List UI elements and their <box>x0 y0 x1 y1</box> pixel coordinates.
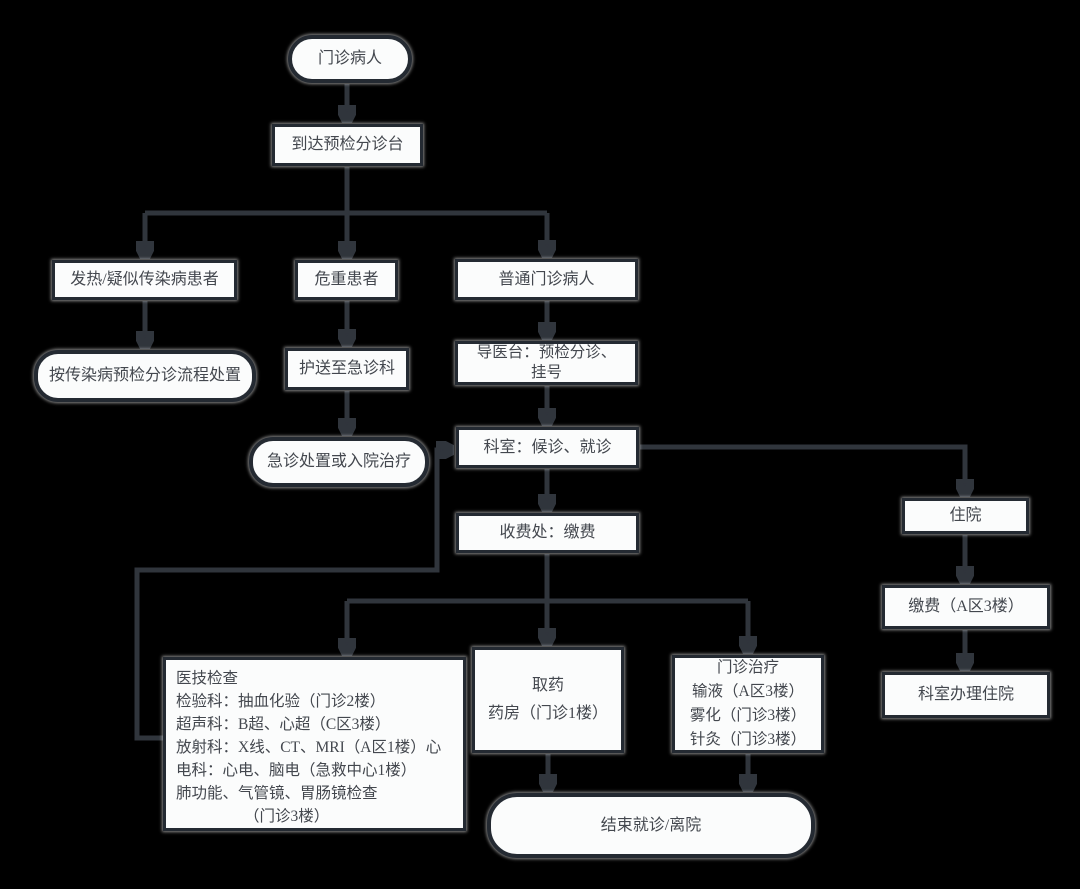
node-infectious-process: 按传染病预检分诊流程处置 <box>34 350 256 402</box>
node-outpatient-start: 门诊病人 <box>288 35 412 83</box>
node-guide-desk: 导医台：预检分诊、 挂号 <box>455 341 638 385</box>
node-cashier-pay: 收费处：缴费 <box>456 513 639 553</box>
node-line: 取药 <box>531 677 564 694</box>
node-line: 导医台：预检分诊、 <box>476 344 617 361</box>
node-line: 放射科：X线、CT、MRI（A区1楼）心 <box>176 739 442 756</box>
node-escort-er: 护送至急诊科 <box>285 348 409 390</box>
node-department-visit: 科室：候诊、就诊 <box>456 427 639 468</box>
node-medtech-exams: 医技检查 检验科：抽血化验（门诊2楼） 超声科：B超、心超（C区3楼） 放射科：… <box>163 657 466 831</box>
node-label: 收费处：缴费 <box>499 524 596 541</box>
node-label: 危重患者 <box>314 271 379 288</box>
node-line: 门诊治疗 <box>716 659 779 676</box>
node-line: 电科：心电、脑电（急救中心1楼） <box>176 762 417 779</box>
node-label: 护送至急诊科 <box>298 360 395 377</box>
node-line: 输液（A区3楼） <box>692 683 804 700</box>
node-line: （门诊3楼） <box>244 808 330 825</box>
node-label: 科室办理住院 <box>917 686 1014 703</box>
node-end-leave: 结束就诊/离院 <box>487 793 815 858</box>
node-label: 按传染病预检分诊流程处置 <box>48 367 241 384</box>
node-pharmacy: 取药 药房（门诊1楼） <box>472 647 624 753</box>
node-dept-admission: 科室办理住院 <box>882 672 1050 718</box>
node-label: 缴费（A区3楼） <box>908 598 1024 615</box>
node-line: 肺功能、气管镜、胃肠镜检查 <box>176 785 378 802</box>
node-label: 住院 <box>949 507 982 524</box>
node-label: 急诊处置或入院治疗 <box>266 453 411 470</box>
node-label: 普通门诊病人 <box>498 270 595 288</box>
node-label: 门诊病人 <box>317 50 382 67</box>
node-fever-patient: 发热/疑似传染病患者 <box>52 260 237 300</box>
node-critical-patient: 危重患者 <box>295 260 398 300</box>
node-label: 发热/疑似传染病患者 <box>70 271 219 288</box>
node-line: 医技检查 <box>176 670 239 687</box>
edge-branch-trunk-bottom <box>347 554 748 604</box>
node-label: 结束就诊/离院 <box>600 816 702 834</box>
node-label: 科室：候诊、就诊 <box>483 438 612 456</box>
node-line: 超声科：B超、心超（C区3楼） <box>176 716 391 733</box>
node-label: 到达预检分诊台 <box>291 136 404 153</box>
node-line: 药房（门诊1楼） <box>487 705 608 722</box>
node-er-treatment: 急诊处置或入院治疗 <box>249 437 429 487</box>
node-line: 雾化（门诊3楼） <box>689 707 807 724</box>
node-line: 挂号 <box>530 364 562 381</box>
node-outpatient-treatment: 门诊治疗 输液（A区3楼） 雾化（门诊3楼） 针灸（门诊3楼） <box>672 655 824 753</box>
node-line: 针灸（门诊3楼） <box>689 731 807 748</box>
node-hospitalize: 住院 <box>902 498 1029 534</box>
edge-medtech-to-department <box>134 450 452 741</box>
node-triage-desk: 到达预检分诊台 <box>272 124 423 166</box>
edge-branch-trunk-top <box>145 167 547 216</box>
edge-department-to-hospitalize <box>640 444 965 495</box>
node-ordinary-patient: 普通门诊病人 <box>455 259 638 300</box>
node-pay-zone-a3: 缴费（A区3楼） <box>882 585 1050 629</box>
node-line: 检验科：抽血化验（门诊2楼） <box>176 693 386 710</box>
